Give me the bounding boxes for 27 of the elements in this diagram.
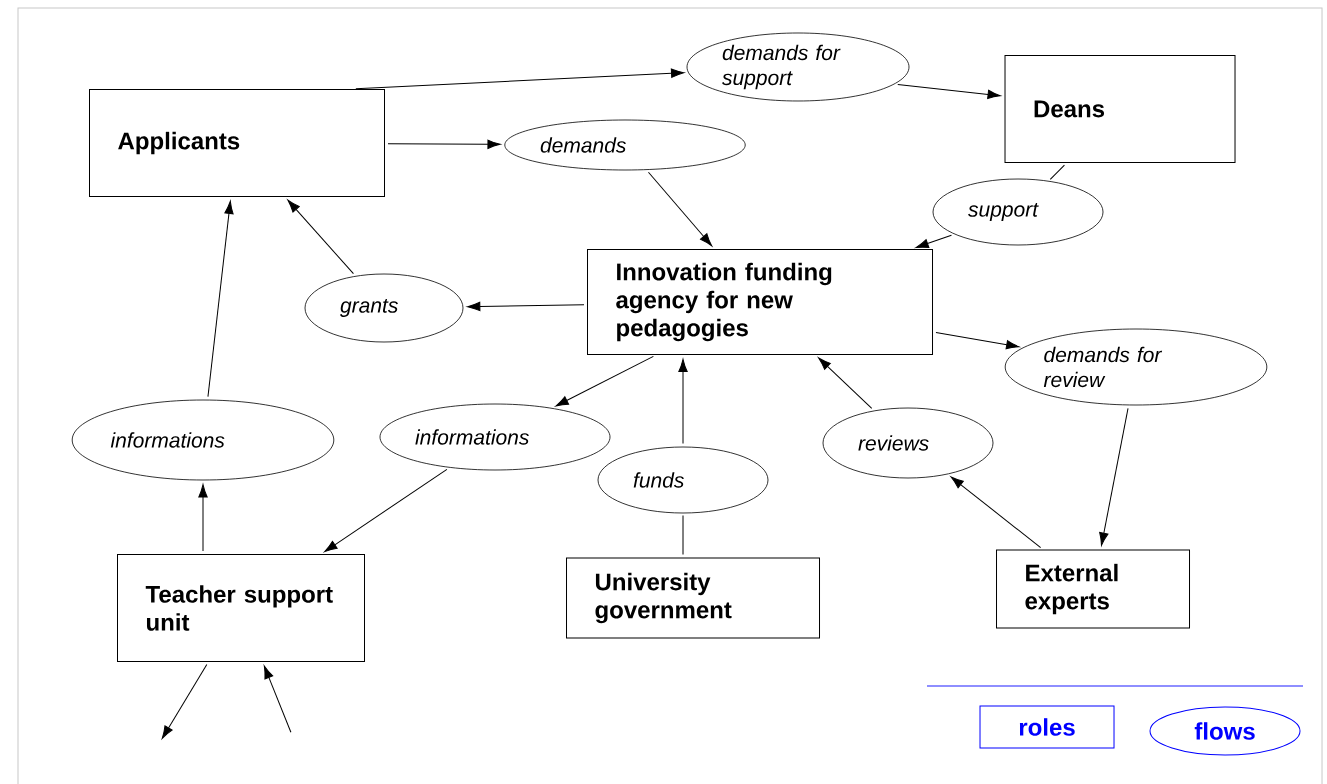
arrow: [647, 171, 713, 247]
arrow: [324, 468, 448, 553]
arrow: [355, 68, 685, 90]
arrow: [467, 301, 585, 312]
connector-line: [682, 514, 684, 555]
role-box: Deans: [1004, 55, 1236, 163]
arrow: [1099, 407, 1129, 546]
arrow: [950, 476, 1042, 549]
role-box: University government: [566, 557, 820, 639]
arrow: [387, 139, 501, 149]
role-box: Innovation funding agency for new pedagogies: [587, 249, 933, 355]
connector-line: [1049, 164, 1065, 180]
role-box: Teacher support unit: [117, 554, 365, 662]
arrow: [198, 484, 208, 552]
arrow: [555, 355, 654, 407]
arrow: [915, 234, 952, 249]
role-box: Applicants: [89, 89, 385, 197]
role-box: External experts: [996, 549, 1190, 629]
arrow: [678, 358, 688, 445]
arrow: [287, 199, 354, 275]
arrow: [897, 83, 1001, 100]
arrow: [207, 200, 234, 398]
legend-box: roles: [979, 705, 1115, 749]
arrow: [161, 664, 208, 739]
arrow: [263, 665, 292, 733]
arrow: [818, 357, 873, 409]
arrow: [935, 331, 1020, 350]
